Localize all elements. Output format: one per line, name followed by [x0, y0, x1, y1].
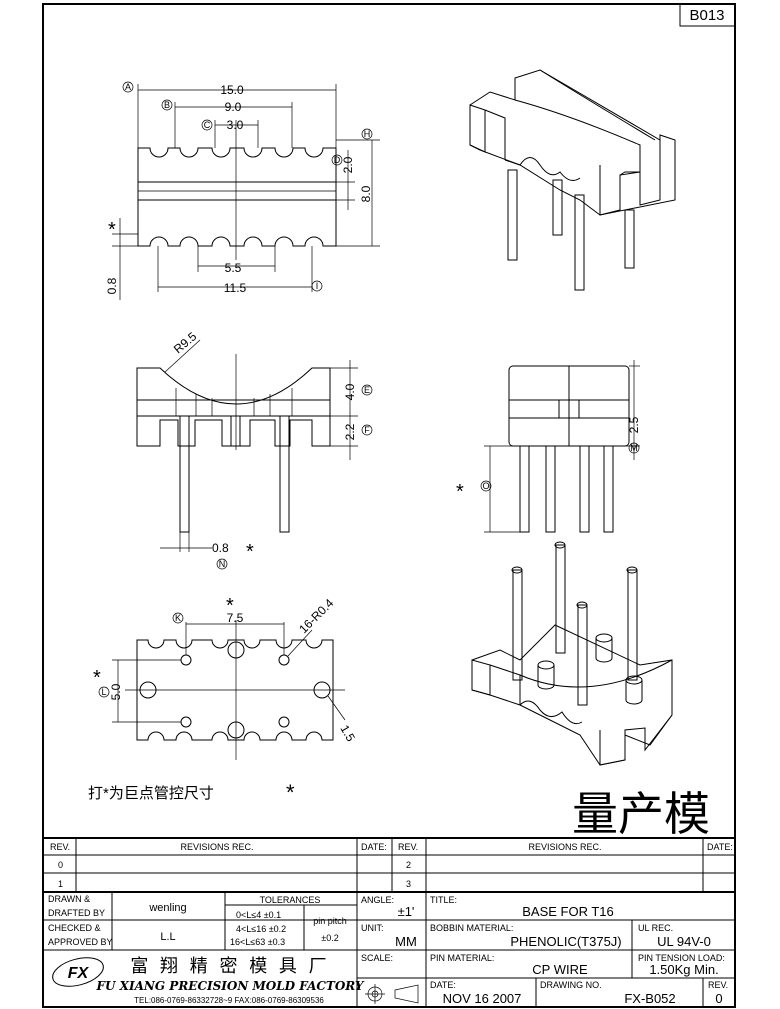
top-view: 15.0 9.0 3.0 2.0 8.0 5.5 11.5 0.8 *: [105, 81, 380, 300]
marker-c: C: [204, 120, 211, 130]
bobbin-value: PHENOLIC(T375J): [510, 934, 621, 949]
pin-pitch-label: pin pitch: [313, 916, 347, 926]
pin-material-value: CP WIRE: [532, 962, 588, 977]
drawing-no-label: DRAWING NO.: [540, 980, 602, 990]
dim-top-width: 15.0: [220, 83, 244, 97]
dim-edge: 0.8: [105, 277, 119, 294]
revisions-header-right: REVISIONS REC.: [528, 842, 601, 852]
star-mark-pin: *: [246, 541, 254, 563]
logo-text: FX: [68, 965, 90, 982]
title-value: BASE FOR T16: [522, 904, 614, 919]
side-view: O * 2.5 M: [456, 360, 641, 533]
star-mark-bottom: *: [226, 595, 234, 617]
angle-label: ANGLE:: [361, 895, 394, 905]
company-name-en: FU XIANG PRECISION MOLD FACTORY: [96, 979, 365, 993]
dim-top-height: 8.0: [359, 185, 373, 202]
drafted-label: DRAFTED BY: [48, 908, 105, 918]
dim-pin-dia: 0.8: [212, 541, 229, 555]
tolerance-1: 0<L≤4 ±0.1: [236, 910, 281, 920]
isometric-view-top: [469, 69, 676, 291]
drawing-no-value: FX-B052: [624, 991, 675, 1006]
marker-b: B: [164, 100, 170, 110]
date-header-right: DATE:: [707, 842, 733, 852]
checked-label: CHECKED &: [48, 923, 101, 933]
rev-row-3: 3: [406, 879, 411, 889]
star-mark-side: *: [456, 481, 464, 503]
rev-row-1: 1: [58, 879, 63, 889]
tolerances-label: TOLERANCES: [260, 895, 321, 905]
dim-top-pitch: 9.0: [225, 100, 242, 114]
star-mark-note: *: [286, 780, 295, 805]
marker-d: D: [334, 155, 341, 165]
rev-row-0: 0: [58, 860, 63, 870]
dim-side-h2: 2.2: [343, 423, 357, 440]
dim-hole-pitch: 7.5: [227, 611, 244, 625]
marker-n: N: [219, 559, 226, 569]
date-header: DATE:: [361, 842, 387, 852]
angle-value: ±1': [398, 904, 415, 919]
isometric-view-bottom: [471, 541, 673, 766]
marker-f: F: [364, 425, 370, 435]
revisions-header: REVISIONS REC.: [180, 842, 253, 852]
pin-tension-value: 1.50Kg Min.: [649, 962, 718, 977]
date-value: NOV 16 2007: [443, 991, 522, 1006]
star-mark: *: [108, 219, 116, 241]
drawing-code: B013: [689, 7, 724, 24]
dim-row-pitch: 5.0: [109, 683, 123, 700]
dim-hole-dia: 1.5: [337, 723, 358, 745]
checked-by: L.L: [160, 931, 175, 943]
ul-label: UL REC.: [638, 923, 673, 933]
company-name-cn: 富 翔 精 密 模 具 厂: [130, 956, 329, 977]
date-label: DATE:: [430, 980, 456, 990]
rev-label-block: REV.: [708, 980, 728, 990]
pin-material-label: PIN MATERIAL:: [430, 953, 494, 963]
marker-a: A: [125, 82, 131, 92]
marker-o: O: [482, 481, 489, 491]
bottom-view: 7.5 * K 16-R0.4 5.0 L * 1.5: [93, 595, 358, 760]
company-tel: TEL:086-0769-86332728~9 FAX:086-0769-863…: [134, 996, 324, 1005]
drawn-label: DRAWN &: [48, 894, 90, 904]
dim-top-gap: 2.0: [341, 156, 355, 173]
title-block: REV. REVISIONS REC. DATE: REV. REVISIONS…: [43, 837, 735, 1007]
marker-i: I: [316, 281, 319, 291]
marker-k: K: [175, 613, 181, 623]
marker-l: L: [101, 687, 106, 697]
control-note: 打*为巨点管控尺寸: [88, 785, 214, 802]
rev-row-2: 2: [406, 860, 411, 870]
ul-value: UL 94V-0: [657, 934, 711, 949]
rev-header-right: REV.: [398, 842, 418, 852]
dim-hole-radius: 16-R0.4: [296, 596, 336, 636]
drawing-code-box: [679, 3, 736, 27]
dim-bottom-width: 11.5: [224, 281, 247, 295]
unit-label: UNIT:: [361, 923, 384, 933]
bobbin-label: BOBBIN MATERIAL:: [430, 923, 513, 933]
pin-tension-label: PIN TENSION LOAD:: [638, 953, 725, 963]
unit-value: MM: [395, 934, 417, 949]
front-view: 0.8 * N R9.5 4.0 2.2 E F: [136, 329, 373, 570]
dim-bottom-pitch: 5.5: [225, 261, 242, 275]
rev-value: 0: [715, 991, 722, 1006]
tolerance-2: 4<L≤16 ±0.2: [236, 924, 286, 934]
sheet-border: [42, 3, 736, 1008]
scale-label: SCALE:: [361, 953, 393, 963]
rev-header: REV.: [50, 842, 70, 852]
title-label: TITLE:: [430, 895, 457, 905]
pin-pitch-value: ±0.2: [321, 933, 338, 943]
dim-pin-len: 2.5: [627, 416, 641, 433]
approved-label: APPROVED BY: [48, 937, 113, 947]
marker-h: H: [364, 129, 371, 139]
company-logo: FX: [52, 957, 104, 987]
tolerance-3: 16<L≤63 ±0.3: [230, 937, 285, 947]
marker-m: M: [630, 443, 638, 453]
dim-side-h1: 4.0: [343, 383, 357, 400]
drawn-by: wenling: [148, 902, 186, 914]
star-mark-row: *: [93, 667, 101, 689]
dim-top-inner: 3.0: [227, 118, 244, 132]
marker-e: E: [364, 385, 370, 395]
dim-radius: R9.5: [171, 329, 200, 356]
mass-production-label: 量产模: [572, 787, 710, 841]
